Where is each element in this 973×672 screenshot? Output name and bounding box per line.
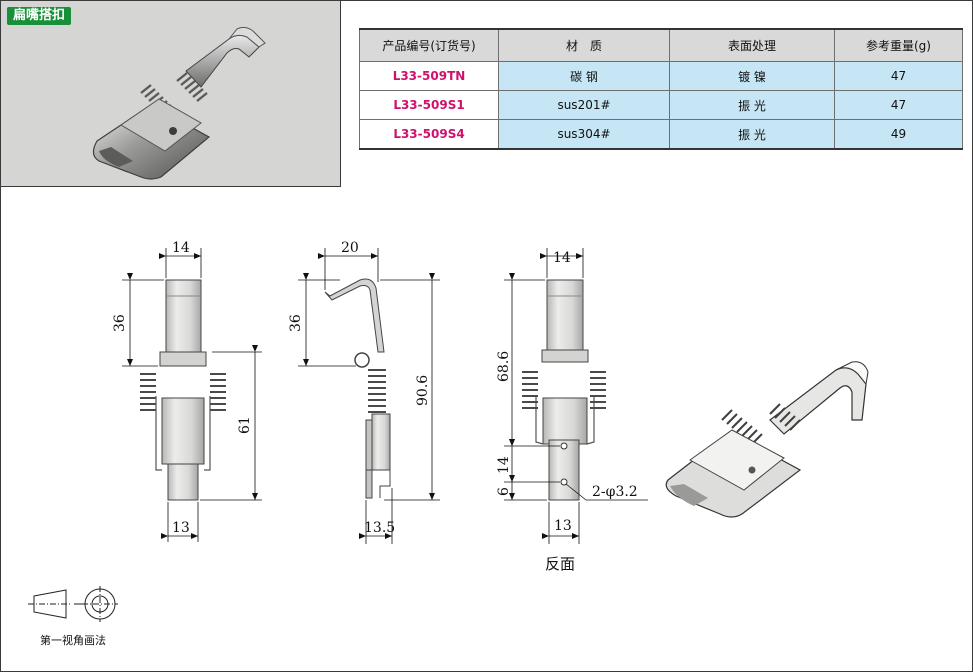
dim-back-hole-note: 2-φ3.2 [592,484,638,500]
dim-side-hook-depth: 20 [341,240,359,256]
cell-weight: 47 [834,90,963,120]
front-view: 14 36 61 13 [112,240,262,542]
product-name-tag: 扁嘴搭扣 [7,7,72,25]
product-photo-panel: 扁嘴搭扣 [1,1,341,187]
dim-front-top-height: 36 [112,314,128,332]
back-view-caption: 反面 [545,555,576,573]
cell-material: sus304# [498,119,670,150]
cell-finish: 振 光 [669,90,835,120]
dim-back-width-bottom: 13 [554,518,572,534]
dim-side-total-height: 90.6 [415,375,431,406]
dim-front-width-top: 14 [172,240,190,256]
dim-side-base-width: 13.5 [364,520,395,536]
dim-back-hole-pitch: 14 [496,456,512,474]
product-photo [92,26,266,180]
projection-label: 第一视角画法 [40,634,106,647]
dim-front-width-bottom: 13 [172,520,190,536]
table-header-row: 产品编号(订货号) 材 质 表面处理 参考重量(g) [359,28,963,62]
table-row: L33-509S4 sus304# 振 光 49 [359,119,963,150]
spec-table: 产品编号(订货号) 材 质 表面处理 参考重量(g) L33-509TN 碳 钢… [359,28,963,150]
header-weight: 参考重量(g) [834,28,963,62]
cell-weight: 49 [834,119,963,150]
cell-material: sus201# [498,90,670,120]
first-angle-projection-symbol [28,586,118,622]
dim-back-hole-offset: 6 [496,487,512,496]
dim-front-body-height: 61 [237,416,253,434]
header-product-code: 产品编号(订货号) [359,28,499,62]
cell-weight: 47 [834,61,963,91]
dim-back-height: 68.6 [496,351,512,382]
table-row: L33-509TN 碳 钢 镀 镍 47 [359,61,963,91]
cell-code: L33-509S1 [359,90,499,120]
isometric-illustration [665,361,869,518]
table-row: L33-509S1 sus201# 振 光 47 [359,90,963,120]
cell-finish: 振 光 [669,119,835,150]
dim-side-top-height: 36 [288,314,304,332]
header-material: 材 质 [498,28,670,62]
dim-back-width-top: 14 [553,250,571,266]
cell-code: L33-509S4 [359,119,499,150]
side-view: 20 36 90.6 13.5 [288,240,440,544]
header-finish: 表面处理 [669,28,835,62]
cell-finish: 镀 镍 [669,61,835,91]
back-view: 14 68.6 14 6 2-φ3.2 13 [496,248,648,544]
